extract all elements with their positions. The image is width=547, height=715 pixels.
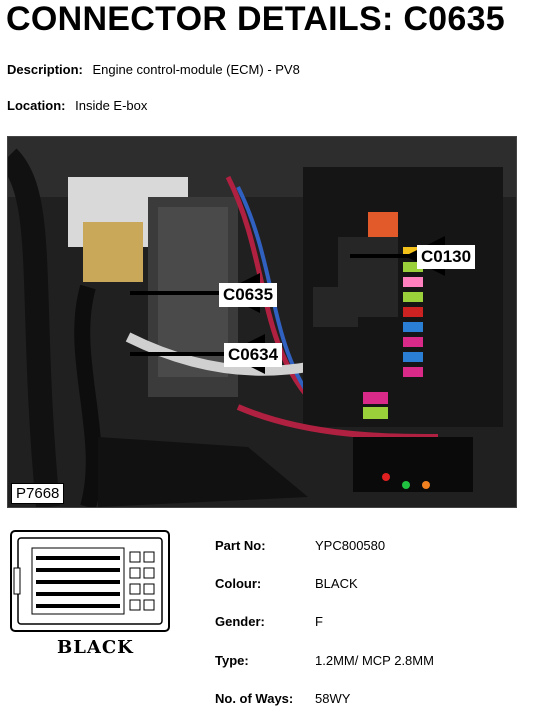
- spec-ways-value: 58WY: [315, 691, 351, 706]
- pin-grid-large: [129, 551, 155, 611]
- callout-c0130: C0130: [417, 245, 476, 269]
- location-label: Location:: [7, 98, 66, 113]
- photo-illustration: [8, 137, 516, 507]
- pin-grid-small: [36, 556, 120, 608]
- location-row: Location: Inside E-box: [7, 98, 147, 113]
- spec-part-no-label: Part No:: [215, 538, 266, 553]
- callout-c0634: C0634: [224, 343, 283, 367]
- spec-part-no-value: YPC800580: [315, 538, 386, 553]
- spec-type-label: Type:: [215, 653, 249, 668]
- spec-gender-label: Gender:: [215, 614, 265, 629]
- description-row: Description: Engine control-module (ECM)…: [7, 62, 300, 77]
- spec-gender-value: F: [315, 614, 323, 629]
- description-value: Engine control-module (ECM) - PV8: [92, 62, 300, 77]
- photo-code: P7668: [11, 483, 65, 504]
- connector-outline: [10, 530, 170, 632]
- description-label: Description:: [7, 62, 83, 77]
- spec-colour-label: Colour:: [215, 576, 262, 591]
- connector-face-diagram: [10, 530, 170, 632]
- spec-colour-value: BLACK: [315, 576, 358, 591]
- page-title: CONNECTOR DETAILS: C0635: [6, 0, 506, 38]
- spec-ways-label: No. of Ways:: [215, 691, 294, 706]
- location-photo: C0130 C0635 C0634 P7668: [7, 136, 517, 508]
- callout-c0635: C0635: [219, 283, 278, 307]
- spec-type-value: 1.2MM/ MCP 2.8MM: [315, 653, 434, 668]
- connector-colour-label: BLACK: [57, 637, 134, 658]
- location-value: Inside E-box: [75, 98, 148, 113]
